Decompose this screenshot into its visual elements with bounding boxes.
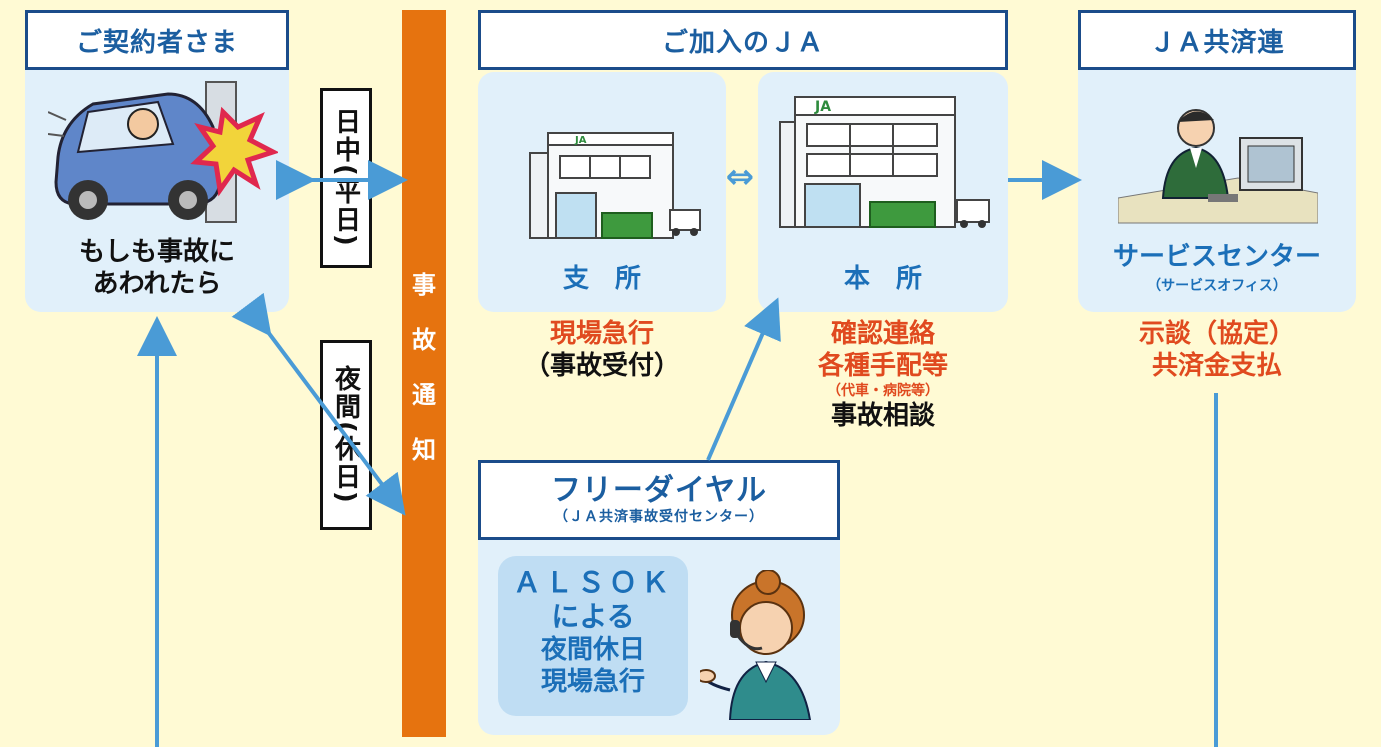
customer-header: ご契約者さま: [25, 10, 289, 70]
head-office-building-illustration: JA: [779, 96, 990, 228]
head-office-action-1: 確認連絡: [830, 319, 935, 349]
accident-notice-char-3: 通: [412, 381, 436, 409]
customer-caption-line2: あわれたら: [92, 269, 222, 299]
car-crash-illustration: [48, 81, 278, 223]
accident-notice-char-2: 故: [412, 326, 436, 354]
customer-header-label: ご契約者さま: [75, 27, 238, 58]
accident-notice-char-1: 事: [412, 271, 436, 299]
federation-actions: 示談（協定） 共済金支払: [1078, 318, 1356, 382]
freedial-to-head-arrow: [706, 297, 781, 461]
branch-actions: 現場急行 （事故受付）: [478, 318, 726, 382]
head-office-name: 本 所: [843, 264, 922, 294]
federation-header-label: ＪＡ共済連: [1149, 27, 1285, 58]
federation-action-2: 共済金支払: [1151, 351, 1282, 381]
svg-text:JA: JA: [574, 135, 587, 146]
accident-notice-bar: 事 故 通 知: [402, 10, 446, 737]
service-staff-illustration: [1118, 109, 1318, 224]
freedial-subtitle: （ＪＡ共済事故受付センター）: [554, 509, 764, 525]
night-arrow: [231, 292, 406, 516]
exchange-arrow-icon: ⇔: [725, 157, 755, 197]
svg-text:JA: JA: [814, 99, 831, 115]
head-office-actions: 確認連絡 各種手配等 （代車・病院等） 事故相談: [758, 318, 1008, 432]
federation-action-1: 示談（協定）: [1138, 319, 1295, 349]
service-center-name: サービスセンター: [1112, 242, 1321, 272]
branch-action-1: 現場急行: [549, 319, 654, 349]
ja-header-label: ご加入のＪＡ: [661, 27, 824, 58]
alsok-box: ＡＬＳＯＫ による 夜間休日 現場急行: [498, 556, 688, 716]
alsok-line-2: による: [551, 600, 635, 633]
customer-caption: もしも事故に あわれたら: [25, 236, 289, 300]
customer-caption-line1: もしも事故に: [78, 237, 235, 267]
head-office-action-note: （代車・病院等）: [827, 383, 939, 399]
branch-building-illustration: JA: [529, 132, 701, 239]
branch-action-2: （事故受付）: [523, 351, 680, 381]
accident-notice-char-4: 知: [412, 436, 436, 464]
freedial-title: フリーダイヤル: [550, 473, 768, 508]
alsok-line-4: 現場急行: [540, 667, 645, 697]
operator-illustration: [700, 570, 812, 720]
ja-header: ご加入のＪＡ: [478, 10, 1008, 70]
head-office-action-3: 事故相談: [830, 401, 935, 431]
alsok-line-1: ＡＬＳＯＫ: [512, 566, 673, 599]
federation-header: ＪＡ共済連: [1078, 10, 1356, 70]
service-center-sub: （サービスオフィス）: [1147, 278, 1287, 294]
alsok-line-3: 夜間休日: [540, 635, 645, 665]
head-office-action-2: 各種手配等: [817, 351, 948, 381]
branch-name: 支 所: [562, 264, 641, 294]
freedial-header: フリーダイヤル （ＪＡ共済事故受付センター）: [478, 460, 840, 540]
